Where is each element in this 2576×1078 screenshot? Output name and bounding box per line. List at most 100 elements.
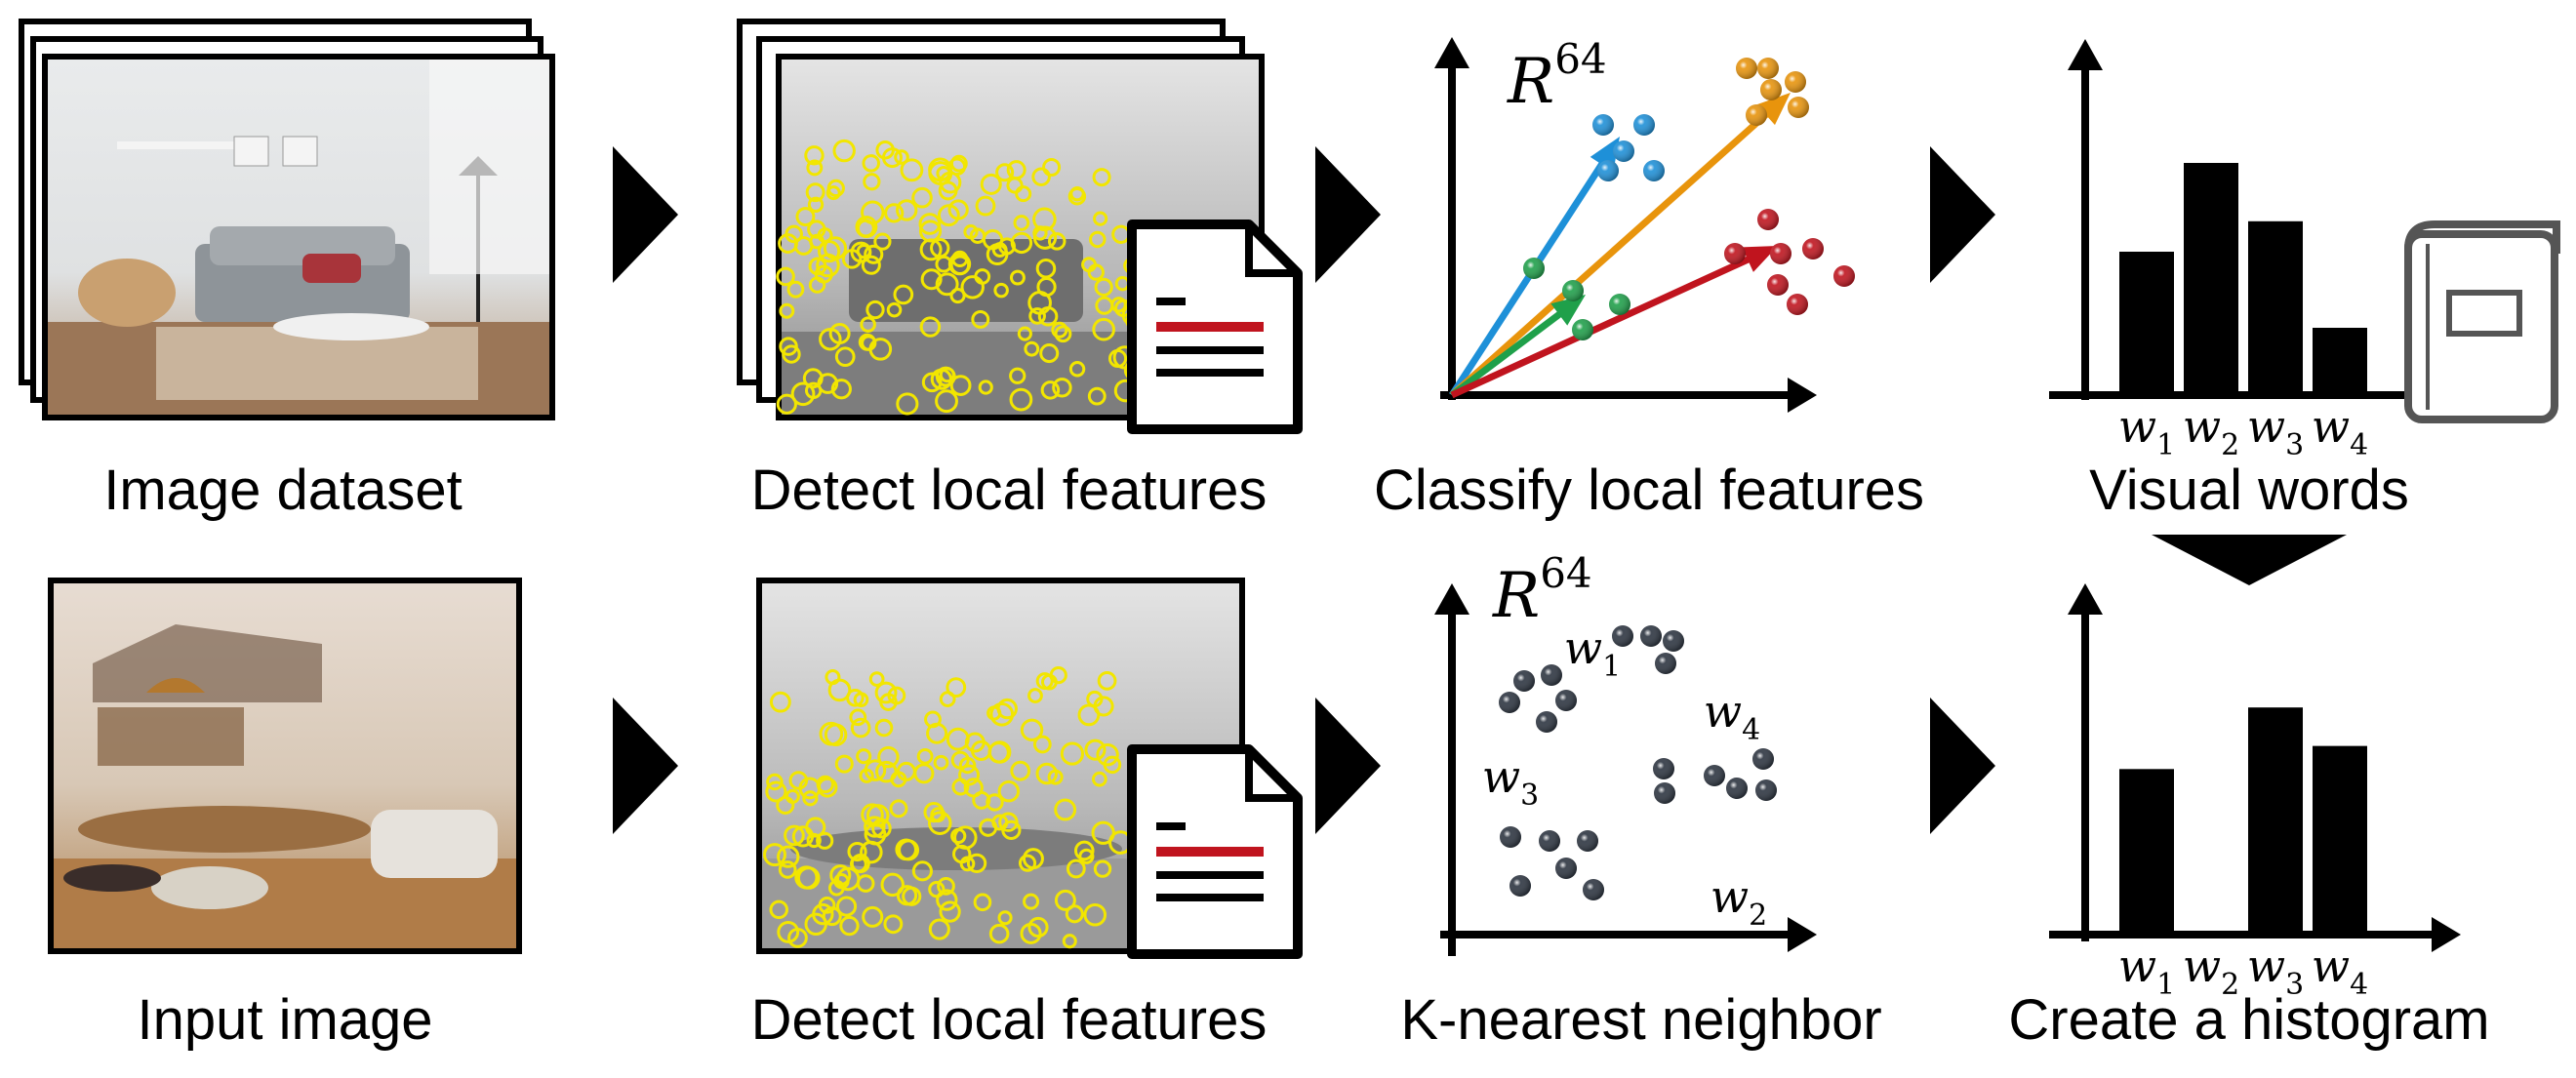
keypoint-marker bbox=[785, 788, 800, 804]
keypoint-marker bbox=[1039, 343, 1060, 364]
neighbor-point-shade bbox=[1752, 748, 1774, 770]
keypoint-marker bbox=[802, 790, 819, 807]
keypoint-marker bbox=[816, 831, 834, 850]
keypoint-marker bbox=[973, 893, 992, 912]
keypoint-marker bbox=[835, 866, 861, 892]
histogram-word-label: w4 bbox=[2312, 400, 2368, 462]
keypoint-marker bbox=[884, 203, 905, 223]
keypoint-marker bbox=[887, 686, 906, 705]
keypoint-marker bbox=[1091, 820, 1115, 845]
keypoint-marker bbox=[949, 287, 966, 304]
keypoint-marker bbox=[1047, 232, 1067, 251]
keypoint-marker bbox=[863, 173, 881, 191]
cluster-label-w1: w1 bbox=[1564, 621, 1621, 684]
feature-point-shade bbox=[1757, 209, 1779, 230]
keypoint-marker bbox=[913, 763, 935, 784]
keypoint-marker bbox=[1015, 185, 1032, 203]
keypoint-marker bbox=[834, 346, 856, 368]
keypoint-marker bbox=[856, 748, 872, 765]
keypoint-marker bbox=[864, 244, 884, 264]
keypoint-marker bbox=[949, 375, 972, 396]
keypoint-marker bbox=[971, 309, 990, 329]
keypoint-marker bbox=[1020, 922, 1042, 944]
keypoint-marker bbox=[1035, 762, 1058, 785]
keypoint-marker bbox=[777, 920, 800, 943]
keypoint-marker bbox=[766, 773, 784, 791]
feature-vectors bbox=[1449, 93, 1791, 399]
histogram-bar bbox=[2313, 328, 2367, 391]
keypoint-marker bbox=[1060, 741, 1085, 766]
keypoint-marker bbox=[1042, 158, 1062, 177]
neighbor-point-shade bbox=[1577, 830, 1598, 852]
histogram-bar bbox=[2184, 163, 2238, 391]
keypoint-marker bbox=[1073, 840, 1095, 861]
keypoint-marker bbox=[886, 301, 903, 318]
keypoint-marker bbox=[1092, 168, 1111, 187]
keypoint-marker bbox=[769, 899, 788, 920]
keypoint-marker bbox=[874, 718, 894, 738]
keypoint-marker bbox=[790, 381, 816, 407]
feature-keypoints bbox=[763, 666, 1133, 949]
keypoint-marker bbox=[950, 827, 967, 845]
keypoint-marker bbox=[834, 754, 854, 774]
keypoint-marker bbox=[896, 392, 919, 416]
neighbor-point-shade bbox=[1640, 625, 1662, 647]
keypoint-marker bbox=[928, 918, 950, 940]
document-icon bbox=[1127, 220, 1303, 434]
keypoint-marker bbox=[858, 333, 876, 351]
keypoint-marker bbox=[784, 824, 805, 847]
neighbor-point-shade bbox=[1704, 765, 1725, 786]
keypoint-marker bbox=[1084, 739, 1107, 761]
keypoint-marker bbox=[788, 771, 809, 790]
keypoint-marker bbox=[1093, 211, 1108, 226]
keypoint-marker bbox=[936, 889, 958, 911]
keypoint-marker bbox=[893, 284, 914, 305]
histogram-word-label: w3 bbox=[2247, 939, 2304, 1002]
keypoint-marker bbox=[958, 764, 981, 786]
keypoint-marker bbox=[895, 838, 917, 861]
keypoint-marker bbox=[946, 677, 967, 698]
keypoint-marker bbox=[776, 795, 795, 815]
space-label-bottom: R64 bbox=[1492, 549, 1592, 632]
keypoint-marker bbox=[1018, 854, 1037, 872]
histogram-bar bbox=[2313, 745, 2367, 931]
keypoint-marker bbox=[930, 237, 950, 259]
keypoint-marker bbox=[779, 302, 795, 319]
keypoint-marker bbox=[988, 923, 1010, 944]
feature-point-shade bbox=[1746, 104, 1767, 126]
feature-point-shade bbox=[1613, 140, 1634, 162]
input-feature-detection bbox=[756, 578, 1303, 959]
keypoint-marker bbox=[808, 276, 826, 294]
caption-classify-features: Classify local features bbox=[1374, 459, 1924, 522]
keypoint-marker bbox=[1010, 231, 1033, 255]
image-dataset-stack bbox=[19, 19, 555, 420]
keypoint-marker bbox=[765, 780, 787, 803]
neighbor-point-shade bbox=[1612, 625, 1633, 647]
keypoint-marker bbox=[782, 344, 801, 364]
keypoint-marker bbox=[873, 232, 892, 251]
feature-point-shade bbox=[1760, 79, 1782, 100]
keypoint-marker bbox=[794, 865, 819, 890]
keypoint-marker bbox=[890, 771, 907, 788]
keypoint-marker bbox=[819, 327, 842, 351]
keypoint-marker bbox=[777, 845, 800, 868]
keypoint-marker bbox=[911, 186, 933, 209]
feature-point-shade bbox=[1833, 265, 1855, 287]
keypoint-marker bbox=[850, 717, 871, 739]
feature-keypoints bbox=[776, 139, 1147, 416]
keypoint-marker bbox=[928, 881, 946, 898]
keypoint-marker bbox=[864, 816, 886, 838]
keypoint-marker bbox=[975, 195, 996, 217]
keypoint-marker bbox=[1024, 340, 1040, 357]
cluster-label-w3: w3 bbox=[1482, 750, 1539, 813]
keypoint-marker bbox=[1054, 798, 1077, 821]
feature-point-shade bbox=[1787, 294, 1808, 315]
keypoint-marker bbox=[1065, 904, 1084, 924]
arrow-right-icon bbox=[1930, 698, 1995, 834]
keypoint-marker bbox=[986, 793, 1004, 812]
keypoint-marker bbox=[817, 227, 833, 244]
keypoint-marker bbox=[1054, 889, 1076, 911]
